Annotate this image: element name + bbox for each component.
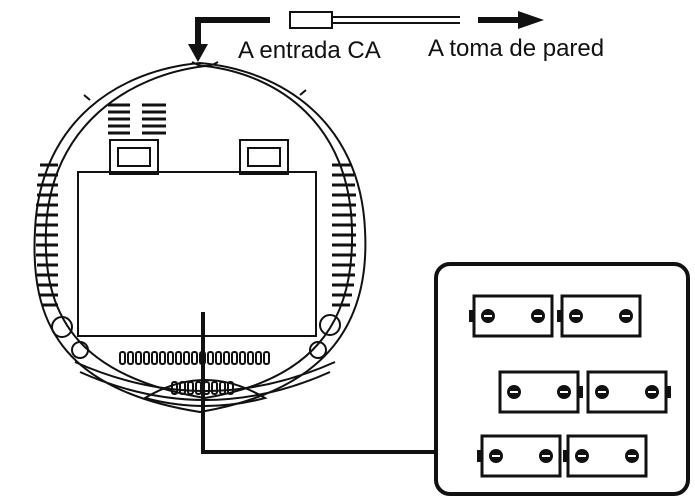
cover-latch-left	[109, 139, 159, 175]
arrow-right-icon	[478, 11, 544, 29]
foot-bottom-left	[71, 341, 89, 359]
power-plug-icon	[289, 11, 460, 29]
battery-cover	[77, 171, 317, 337]
battery-icon	[498, 370, 583, 414]
power-cord-group: A entrada CA A toma de pared	[188, 11, 604, 64]
foot-bottom-right	[309, 341, 327, 359]
wall-outlet-label: A toma de pared	[428, 35, 604, 62]
foot-top-left	[51, 316, 73, 338]
leader-line	[201, 312, 436, 454]
battery-icon	[557, 294, 642, 338]
battery-icon	[469, 294, 554, 338]
arrow-down-left-icon	[188, 17, 270, 62]
battery-icon	[586, 370, 671, 414]
right-side-vent	[332, 163, 356, 307]
cover-latch-right	[239, 139, 289, 175]
battery-icon	[477, 434, 562, 478]
ac-input-label: A entrada CA	[238, 37, 381, 64]
device-outer-shell	[33, 61, 367, 414]
battery-icon	[563, 434, 648, 478]
bottom-grille	[119, 351, 270, 365]
device-bottom-view	[33, 61, 367, 414]
battery-list	[469, 294, 671, 478]
foot-top-right	[319, 314, 341, 336]
left-side-vent	[36, 163, 58, 307]
top-vent	[108, 103, 166, 135]
